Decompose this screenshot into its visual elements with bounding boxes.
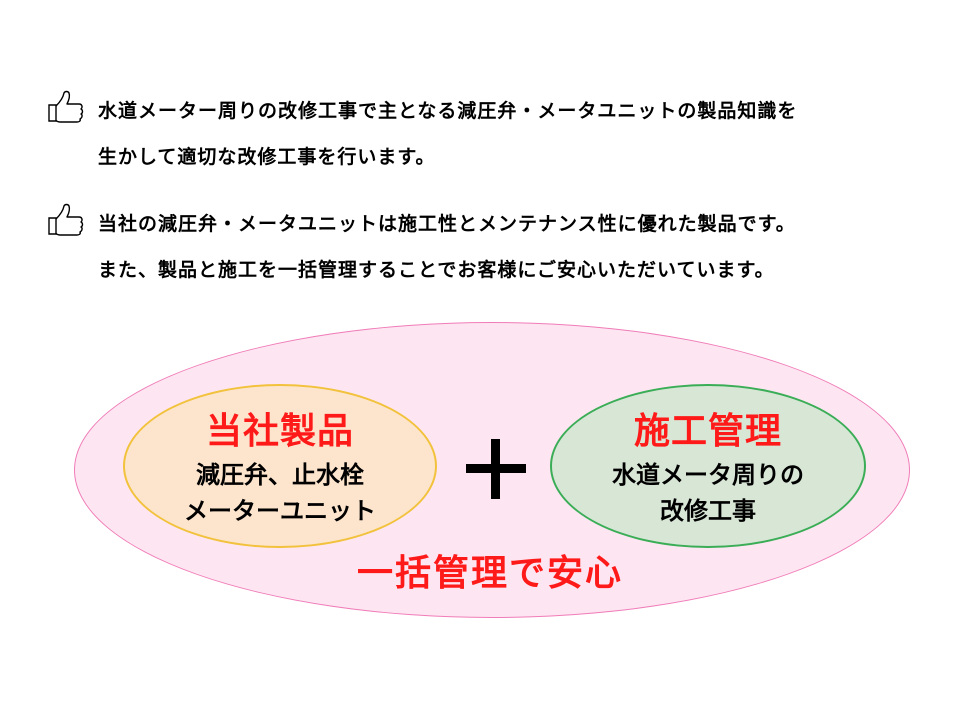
products-line-1: 減圧弁、止水栓	[196, 461, 364, 489]
bullet-1-line-2: 生かして適切な改修工事を行います。	[98, 146, 436, 168]
construction-ellipse: 施工管理 水道メータ周りの 改修工事	[550, 384, 866, 548]
bullet-2-line-2: また、製品と施工を一括管理することでお客様にご安心いただいています。	[98, 259, 775, 281]
combined-management-label: 一括管理で安心	[356, 553, 623, 594]
thumbs-up-icon	[48, 203, 84, 236]
bullet-2-line-1: 当社の減圧弁・メータユニットは施工性とメンテナンス性に優れた製品です。	[98, 213, 796, 235]
products-ellipse: 当社製品 減圧弁、止水栓 メーターユニット	[123, 384, 437, 548]
products-line-2: メーターユニット	[184, 497, 376, 525]
construction-line-2: 改修工事	[660, 497, 756, 525]
construction-title: 施工管理	[633, 411, 782, 452]
bullet-1-line-1: 水道メーター周りの改修工事で主となる減圧弁・メータユニットの製品知識を	[98, 100, 798, 122]
thumbs-up-icon	[48, 90, 84, 123]
construction-line-1: 水道メータ周りの	[612, 461, 804, 489]
plus-icon	[466, 439, 526, 499]
products-title: 当社製品	[205, 411, 354, 452]
